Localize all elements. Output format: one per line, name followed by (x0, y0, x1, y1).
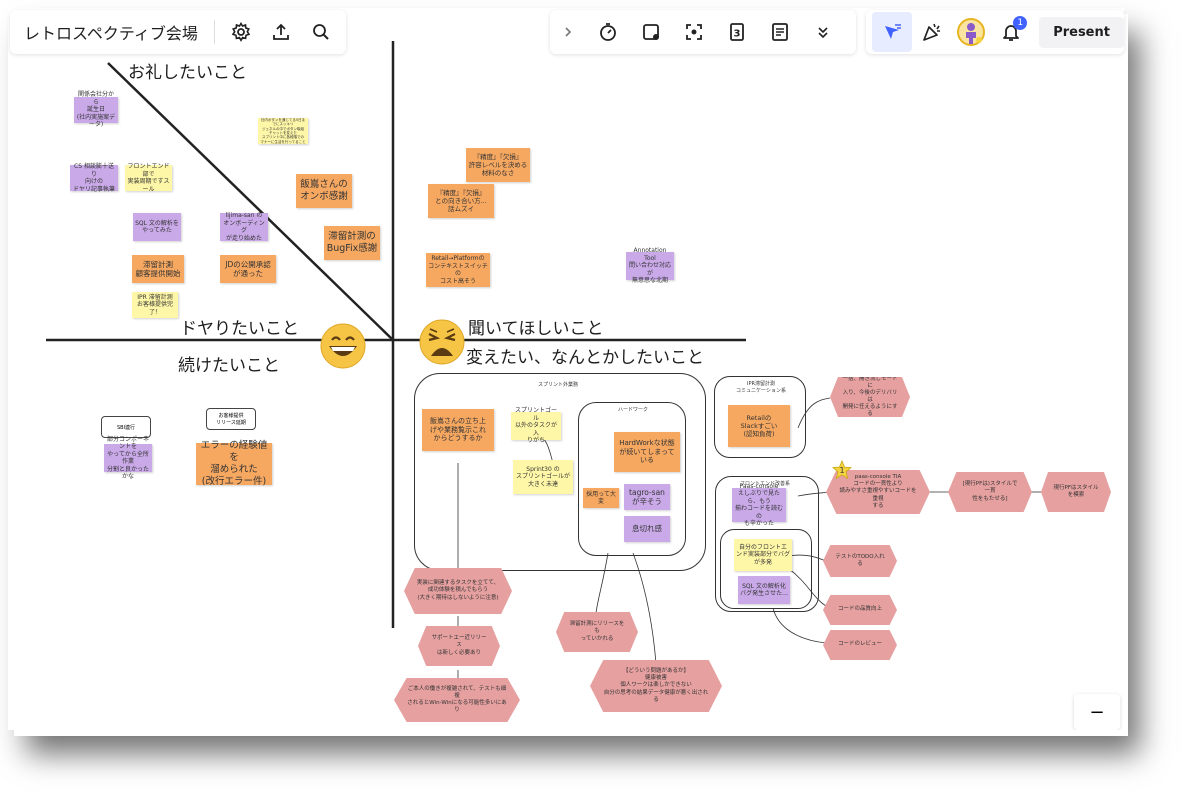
sticky-note[interactable]: 息切れ感 (624, 516, 670, 542)
svg-text:1: 1 (839, 466, 844, 475)
sticky-note[interactable]: 滞留計測 顧客提供開始 (132, 255, 184, 283)
sticky-note[interactable]: Retailの Slackすごい (認知負荷) (728, 405, 790, 447)
hexagon-note[interactable]: [現行PFは)スタイルで一貫 性をもたせる] (948, 472, 1032, 512)
sticky-note[interactable]: 『精度』『欠損』 との向き合い方... 話ムズイ (428, 184, 494, 218)
frame-title: スプリント外業務 (537, 382, 578, 388)
whiteboard-canvas[interactable]: お礼したいこと ドヤりたいこと 続けたいこと 聞いてほしいこと 変えたい、なんと… (8, 8, 1124, 730)
sticky-note[interactable]: CS 相談膨十送り 向けの ドヤリ記事執筆 (70, 163, 118, 193)
celebrate-icon[interactable] (912, 12, 952, 52)
weary-face-icon (419, 319, 465, 365)
sticky-note[interactable]: Annotation Tool 問い合わせ対応が 無意思な北期 (626, 247, 674, 284)
sticky-note[interactable]: JDの公開承認 が通った (220, 255, 276, 283)
user-toolbar: 1 Present (866, 10, 1124, 54)
sticky-note[interactable]: Retail→Platformの コンテキストスイッチの コスト高そう (426, 253, 490, 287)
sticky-note[interactable]: 滞留計測の BugFix感謝 (324, 226, 380, 260)
sticky-note[interactable]: 飯嶌さんの オンボ感謝 (296, 174, 352, 208)
sticky-note[interactable]: エラーの経験値を 溜められた (改行エラー件) (196, 440, 272, 487)
sticky-add-icon[interactable] (629, 12, 672, 52)
hexagon-note[interactable]: 実装に関連するタスクを立てて、 成功体験を積んでもらう (大きく期待はしないよう… (404, 568, 512, 614)
quadrant-label-keep: 続けたいこと (178, 356, 280, 376)
sticky-note[interactable]: 関係会社分から 誕生日 (社内実施案データ) (74, 91, 118, 128)
sticky-note[interactable]: 『精度』『欠損』 許容レベルを決める 材料のなさ (466, 148, 530, 182)
present-button[interactable]: Present (1039, 16, 1124, 48)
star-marker-icon[interactable]: 1 (832, 460, 852, 480)
hexagon-note[interactable]: サポートエー近リリース は新しく必要あり (418, 626, 500, 666)
sticky-note[interactable]: Sprint30 の スプリントゴールが 大きく未達 (513, 460, 573, 494)
frame-sprint[interactable] (414, 373, 706, 571)
frame-title: ハードワーク (617, 407, 648, 413)
sticky-note[interactable]: Paas-console えしぶりで見たら、もう 揃わコードを読むの も辛かった (732, 483, 786, 527)
sticky-note[interactable]: 飯嶌さんの立ち上 げや業務覧示これ からどうするか (422, 409, 494, 451)
sticky-note[interactable]: 社内ボタンを通じてる5日までにスッキリ ジェネルの中でボタン取組 チャットを変え… (258, 118, 308, 144)
frame-frontend[interactable] (715, 476, 819, 612)
sticky-note[interactable]: SQL 文の解析化 バグ発生させた... (738, 576, 790, 604)
svg-text:3: 3 (733, 29, 740, 40)
sticky-note[interactable]: IPR 滞留計測 お客様提供完了！ (132, 292, 178, 318)
avatar[interactable] (952, 12, 992, 52)
counter-icon[interactable]: 3 (715, 12, 758, 52)
upload-icon[interactable] (261, 12, 301, 52)
text-box[interactable]: お客様提供 リリース延期 (206, 408, 256, 430)
frame-title: フロントエンド改善系 (739, 481, 790, 487)
search-icon[interactable] (301, 12, 341, 52)
grinning-face-icon (320, 323, 366, 369)
quadrant-label-change: 変えたい、なんとかしたいこと (466, 348, 704, 368)
notes-icon[interactable] (758, 12, 801, 52)
hexagon-note[interactable]: ご本人の働きが複雑されて、テストも細複 されるとWin-Winになる可能性多いに… (394, 678, 520, 722)
sticky-note[interactable]: 採用って大変 (583, 488, 619, 508)
more-icon[interactable] (801, 12, 844, 52)
sticky-note[interactable]: tagro-san が辛そう (624, 484, 670, 510)
focus-icon[interactable] (672, 12, 715, 52)
gear-icon[interactable] (221, 12, 261, 52)
hexagon-note[interactable]: 現行PFはスタイルを模索 (1041, 472, 1111, 512)
board-header: レトロスペクティブ会場 (10, 10, 346, 54)
hexagon-note[interactable]: コードの品質向上 (823, 595, 897, 625)
sticky-note[interactable]: HardWorkな状態 が続いてしまって いる (614, 432, 680, 472)
timer-icon[interactable] (586, 12, 629, 52)
zoom-out-button[interactable]: − (1074, 694, 1120, 730)
collaboration-toolbar: 3 (550, 10, 856, 54)
frame-ipr[interactable] (714, 376, 806, 458)
sticky-note[interactable]: 自分のフロントエ ンド実装部分でバグ が多発 (734, 539, 792, 571)
sticky-note[interactable]: スプリントゴール 以外のタスクが入 りがち (511, 407, 561, 444)
hexagon-note[interactable]: 一括、開き流しモードに 入り、今後のデリバリは 開発に任えるようにする (830, 377, 910, 417)
notification-badge: 1 (1013, 16, 1028, 30)
quadrant-label-thanks: お礼したいこと (128, 63, 247, 83)
cursor-icon[interactable] (872, 12, 912, 52)
sticky-note[interactable]: フロントエンド部で 実装周期ですスール (125, 163, 172, 193)
bell-icon[interactable]: 1 (991, 12, 1031, 52)
board-title[interactable]: レトロスペクティブ会場 (24, 24, 198, 43)
hexagon-note[interactable]: 【どういう問題があるか】 健康被害 個人ワークは楽しかできない 自分の思考の結果… (590, 660, 722, 712)
hexagon-note[interactable]: テストのTODO入れる (823, 545, 897, 577)
hexagon-note[interactable]: コードのレビュー (823, 630, 897, 660)
hexagon-note[interactable]: paas-console TIA コードの一貫性より 読みやすさ重視やすいコード… (826, 470, 930, 514)
frame-frontend-inner[interactable] (720, 529, 812, 609)
frame-title: IPR滞留計測 コミュニケーション系 (736, 381, 786, 394)
quadrant-label-want-do: ドヤりたいこと (180, 319, 299, 339)
divider (213, 20, 215, 44)
sticky-note[interactable]: lijima-san の オンボーディング が走り始めた (220, 212, 268, 242)
chevron-right-icon[interactable] (550, 12, 586, 52)
sticky-note[interactable]: SQL 文の解析を やってみた (133, 213, 181, 241)
quadrant-label-want-heard: 聞いてほしいこと (468, 319, 604, 339)
hexagon-note[interactable]: 滞留計測にリリースをも っていかれる (556, 612, 638, 652)
text-box[interactable]: SBI連行 (101, 416, 151, 438)
sticky-note[interactable]: 部分コンポーネントを やってから全所作業 分割と良かったかな (104, 436, 152, 480)
frame-hardwork[interactable] (578, 402, 686, 556)
